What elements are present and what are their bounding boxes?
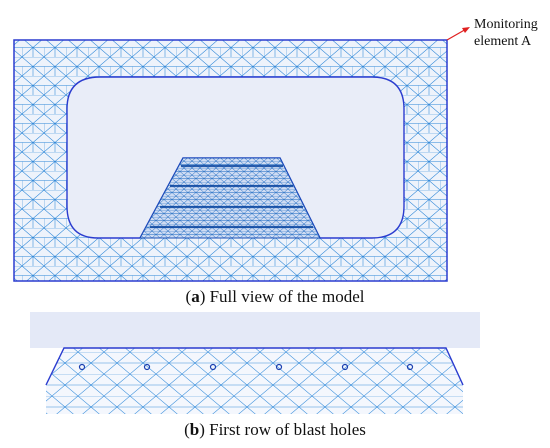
detail-mesh-domain xyxy=(46,348,463,414)
blast-row-detail-view xyxy=(30,312,480,414)
monitoring-annotation: Monitoring element A xyxy=(474,16,538,50)
blast-holes xyxy=(78,363,414,371)
caption-a-letter: a xyxy=(191,287,200,306)
detail-background xyxy=(30,312,480,348)
blast-hole xyxy=(275,363,283,371)
caption-b-letter: b xyxy=(189,420,200,439)
blast-hole xyxy=(209,363,217,371)
blast-hole xyxy=(406,363,414,371)
caption-a: (a) Full view of the model xyxy=(185,287,365,306)
blast-hole xyxy=(143,363,151,371)
annotation-line-1: Monitoring xyxy=(474,17,538,32)
full-model-view xyxy=(13,27,470,282)
blast-hole xyxy=(341,363,349,371)
arrow-head-icon xyxy=(462,27,470,33)
detail-outline xyxy=(45,347,464,386)
blast-zone-trapezoid xyxy=(139,157,321,239)
caption-a-text: ) Full view of the model xyxy=(199,287,365,306)
annotation-line-2: element A xyxy=(474,34,532,49)
caption-b-text: ) First row of blast holes xyxy=(199,420,366,439)
blast-hole-rows xyxy=(150,164,313,229)
caption-b: (b) First row of blast holes xyxy=(184,420,366,439)
blast-hole xyxy=(78,363,86,371)
